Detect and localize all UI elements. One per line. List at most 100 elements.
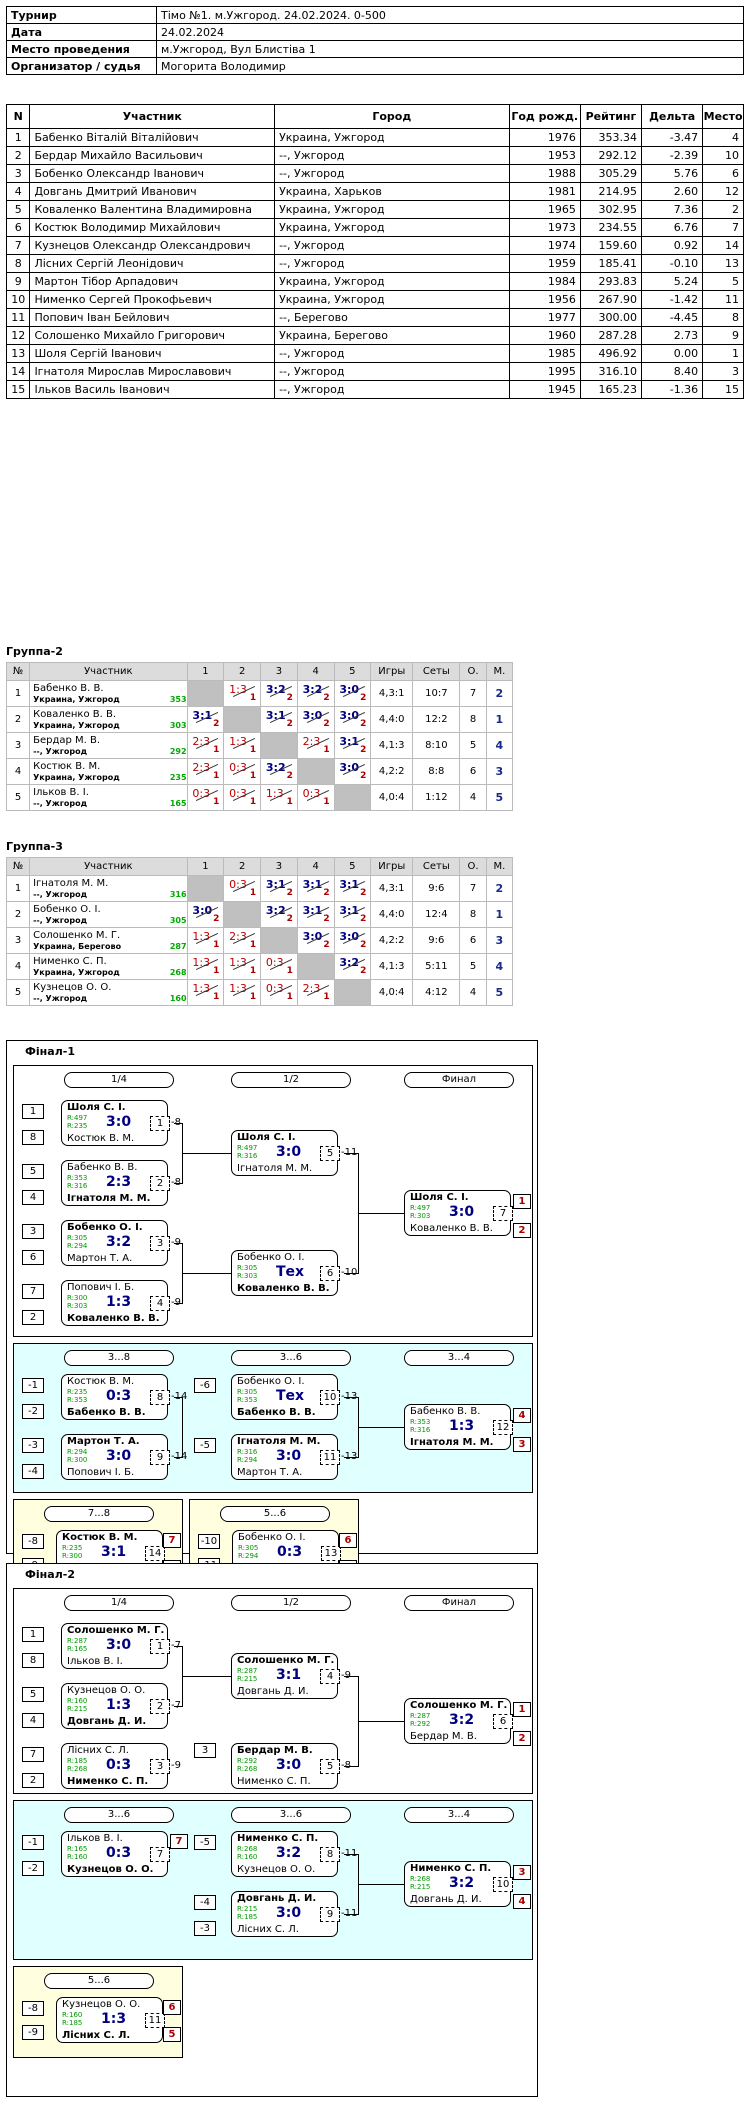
- group-column-header: 2: [223, 662, 262, 681]
- bracket-line: [174, 1457, 182, 1458]
- group-player-name: Ігнатоля М. М.: [33, 877, 109, 889]
- player-cell: Довгань Дмитрий Иванович: [29, 182, 276, 201]
- info-value: Тімо №1. м.Ужгород. 24.02.2024. 0-500: [156, 6, 744, 24]
- match-score: 1:3: [449, 1418, 475, 1434]
- info-value: м.Ужгород, Вул Блистіва 1: [156, 40, 744, 58]
- group-player-city: --, Ужгород: [33, 915, 88, 925]
- group-place: 3: [485, 758, 514, 785]
- group-diagonal-cell: [186, 680, 225, 707]
- group-column-header: 2: [223, 857, 262, 876]
- score-points: 2: [286, 693, 293, 703]
- match-top-player: Бобенко О. І.: [237, 1376, 305, 1387]
- score-value: 3:2: [339, 956, 360, 969]
- score-points: 2: [360, 771, 367, 781]
- group-row-number: 3: [5, 732, 31, 759]
- seed-number: 2: [22, 1773, 44, 1788]
- player-cell: 13: [5, 344, 31, 363]
- place-number: 2: [513, 1223, 531, 1238]
- match-bottom-player: Довгань Д. И.: [410, 1894, 482, 1905]
- seed-number: -5: [194, 1438, 216, 1453]
- group-player-name: Кузнецов О. О.: [33, 981, 112, 993]
- match-score: 1:3: [106, 1697, 132, 1713]
- seed-number: 1: [22, 1104, 44, 1119]
- score-value: 3:1: [192, 709, 213, 722]
- score-points: 1: [249, 797, 257, 807]
- match-top-player: Шоля С. І.: [67, 1102, 126, 1113]
- score-value: 3:0: [302, 709, 323, 722]
- match-top-player: Бердар М. В.: [237, 1745, 313, 1756]
- player-cell: 287.28: [579, 326, 643, 345]
- match-loser-goes-to: -14: [171, 1391, 187, 1402]
- player-cell: 300.00: [579, 308, 643, 327]
- group-sets: 12:4: [412, 901, 461, 928]
- score-points: 1: [249, 992, 257, 1002]
- group-sets: 9:6: [412, 875, 461, 902]
- player-cell: 0.00: [641, 344, 704, 363]
- player-cell: Украина, Харьков: [274, 182, 510, 201]
- match-top-player: Солошенко М. Г.: [67, 1625, 165, 1636]
- group-games: 4,2:2: [370, 758, 414, 785]
- player-cell: 3: [702, 362, 744, 381]
- match-number: 11: [145, 2013, 165, 2028]
- player-cell: 1: [702, 344, 744, 363]
- bracket-line: [344, 1854, 358, 1855]
- match-bottom-player: Бабенко В. В.: [67, 1407, 146, 1418]
- player-cell: 2.60: [641, 182, 704, 201]
- match-loser-goes-to: -8: [171, 1177, 181, 1188]
- final1-title: Фінал-1: [25, 1045, 75, 1058]
- player-cell: 5.76: [641, 164, 704, 183]
- score-points: 1: [213, 966, 220, 976]
- group-row-number: 1: [5, 875, 31, 902]
- group-games: 4,3:1: [370, 680, 414, 707]
- player-cell: 11: [5, 308, 31, 327]
- place-number: 5: [163, 2027, 181, 2042]
- player-cell: Украина, Ужгород: [274, 290, 510, 309]
- score-points: 1: [286, 797, 293, 807]
- player-cell: Коваленко Валентина Владимировна: [29, 200, 276, 219]
- match-top-player: Бабенко В. В.: [67, 1162, 138, 1173]
- group-column-header: Игры: [370, 662, 414, 681]
- place-number: 1: [513, 1702, 531, 1717]
- player-cell: 8.40: [641, 362, 704, 381]
- player-cell: Бабенко Віталій Віталійович: [29, 128, 276, 147]
- match-top-player: Солошенко М. Г.: [237, 1655, 335, 1666]
- seed-number: -2: [22, 1404, 44, 1419]
- group-points: 5: [459, 732, 487, 759]
- player-cell: 0.92: [641, 236, 704, 255]
- group-games: 4,3:1: [370, 875, 414, 902]
